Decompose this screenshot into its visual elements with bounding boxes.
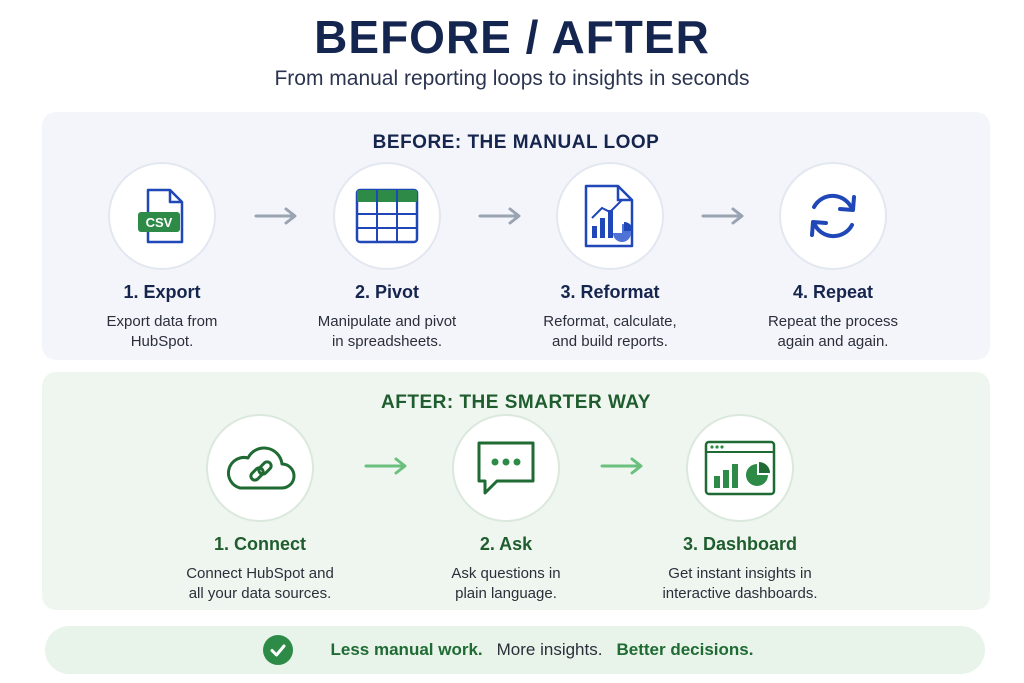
report-chart-icon: [584, 184, 634, 248]
before-step-repeat: 4. Repeat Repeat the process again and a…: [733, 162, 933, 352]
step-circle: CSV: [108, 162, 216, 270]
arrow-right-icon: [478, 207, 521, 225]
csv-file-icon: CSV: [138, 188, 184, 244]
step-title: 2. Ask: [479, 534, 533, 554]
arrow-right-icon: [600, 457, 643, 475]
arrow-right-icon: [701, 207, 744, 225]
summary-text-more-insights: More insights.: [496, 640, 603, 659]
step-description: Repeat the process again and again.: [767, 313, 899, 350]
arrow-right-icon: [364, 457, 407, 475]
arrow-right-icon: [254, 207, 297, 225]
after-panel: AFTER: THE SMARTER WAY 1. Connect Connec…: [42, 372, 990, 610]
step-title: 1. Export: [123, 282, 201, 302]
step-circle: [779, 162, 887, 270]
step-description: Export data from HubSpot.: [106, 313, 218, 350]
before-panel-title: BEFORE: THE MANUAL LOOP: [372, 132, 660, 153]
step-circle: [206, 414, 314, 522]
before-step-export: CSV 1. Export Export data from HubSpot.: [62, 162, 262, 352]
svg-text:CSV: CSV: [146, 215, 173, 230]
step-description: Get instant insights in interactive dash…: [662, 565, 818, 602]
before-step-pivot: 2. Pivot Manipulate and pivot in spreads…: [287, 162, 487, 352]
after-step-connect: 1. Connect Connect HubSpot and all your …: [160, 414, 360, 604]
chat-bubble-icon: [477, 441, 535, 495]
step-title: 2. Pivot: [354, 282, 420, 302]
step-circle: [333, 162, 441, 270]
spreadsheet-icon: [355, 188, 419, 244]
step-title: 4. Repeat: [792, 282, 874, 302]
step-description: Ask questions in plain language.: [451, 565, 561, 602]
cloud-link-icon: [227, 446, 296, 490]
dashboard-icon: [704, 440, 776, 496]
step-circle: [452, 414, 560, 522]
step-title: 1. Connect: [213, 534, 306, 554]
after-step-ask: 2. Ask Ask questions in plain language.: [406, 414, 606, 604]
page-subtitle: From manual reporting loops to insights …: [274, 67, 750, 90]
before-step-reformat: 3. Reformat Reformat, calculate, and bui…: [510, 162, 710, 352]
after-step-dashboard: 3. Dashboard Get instant insights in int…: [640, 414, 840, 604]
step-circle: [556, 162, 664, 270]
before-panel: BEFORE: THE MANUAL LOOP CSV 1. Export Ex…: [42, 112, 990, 360]
summary-text-less-manual: Less manual work.: [330, 640, 483, 659]
refresh-icon: [810, 193, 856, 239]
step-title: 3. Reformat: [560, 282, 660, 302]
summary-banner: Less manual work. More insights. Better …: [45, 626, 985, 674]
checkmark-icon: [262, 635, 293, 665]
step-title: 3. Dashboard: [682, 534, 798, 554]
step-description: Reformat, calculate, and build reports.: [543, 313, 677, 350]
summary-text-better-decisions: Better decisions.: [616, 640, 754, 659]
after-panel-title: AFTER: THE SMARTER WAY: [381, 392, 651, 413]
step-circle: [686, 414, 794, 522]
step-description: Manipulate and pivot in spreadsheets.: [317, 313, 457, 350]
page-title: BEFORE / AFTER: [314, 11, 710, 63]
step-description: Connect HubSpot and all your data source…: [186, 565, 334, 602]
